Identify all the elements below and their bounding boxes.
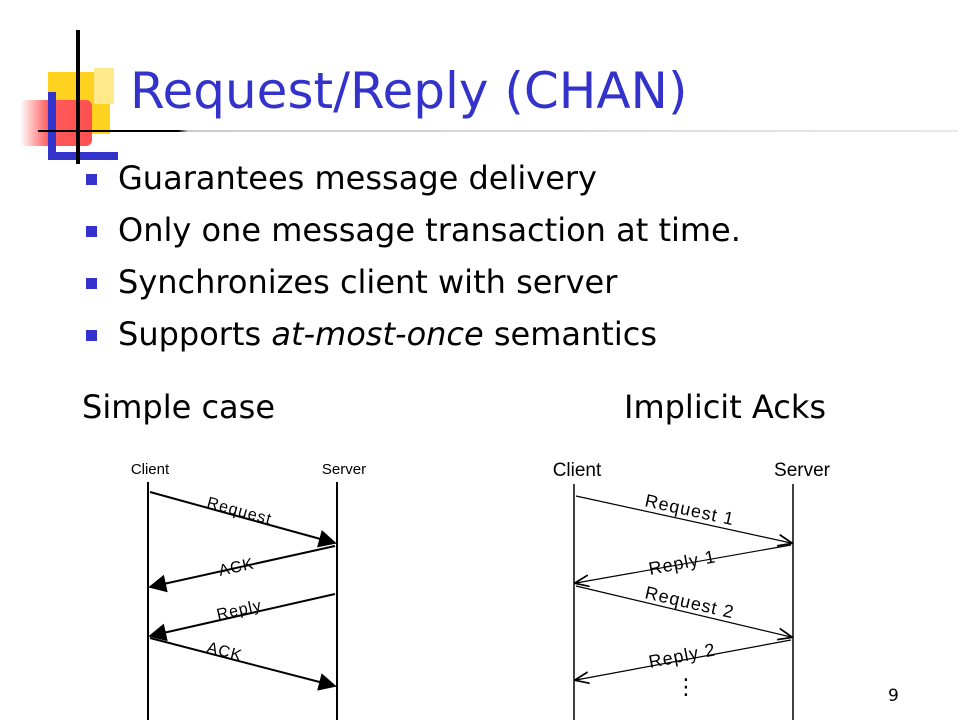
implicit-continuation-ellipsis: ⋮ xyxy=(675,675,697,700)
implicit-reply1-arrow xyxy=(576,544,792,583)
simple-reply-label: Reply xyxy=(215,597,264,624)
bullet-text-after: semantics xyxy=(483,315,657,353)
simple-request-arrow xyxy=(149,491,337,548)
decorative-red-block xyxy=(20,100,92,146)
implicit-request1-label: Request 1 xyxy=(643,490,736,529)
simple-ack-label: ACK xyxy=(217,556,256,580)
bullet-text-before: Supports xyxy=(118,315,272,353)
bullet-list: Guarantees message delivery Only one mes… xyxy=(86,156,741,364)
simple-case-heading: Simple case xyxy=(82,388,275,426)
decorative-yellow-accent xyxy=(94,68,114,104)
implicit-request2-arrow xyxy=(575,585,791,637)
decorative-blue-frame xyxy=(48,92,118,160)
implicit-reply2-label: Reply 2 xyxy=(647,639,718,672)
bullet-text-emphasis: at-most-once xyxy=(271,315,484,353)
bullet-text: Guarantees message delivery xyxy=(118,159,597,197)
bullet-item: Supports at-most-once semantics xyxy=(86,312,741,364)
implicit-reply2-arrow xyxy=(576,639,792,680)
simple-reply-arrow xyxy=(148,593,336,642)
page-number: 9 xyxy=(888,686,899,706)
simple-case-diagram: Client Server Request ACK Reply ACK xyxy=(131,461,366,720)
simple-final-ack-label: ACK xyxy=(205,639,244,664)
bullet-item: Guarantees message delivery xyxy=(86,156,741,208)
bullet-text: Synchronizes client with server xyxy=(118,263,618,301)
slide-title: Request/Reply (CHAN) xyxy=(130,62,688,120)
simple-final-ack-arrow xyxy=(149,637,337,691)
implicit-request1-arrow xyxy=(575,495,791,543)
bullet-square-icon xyxy=(86,174,97,185)
bullet-square-icon xyxy=(86,278,97,289)
bullet-square-icon xyxy=(86,226,97,237)
implicit-acks-diagram: Client Server Request 1 Reply 1 Request … xyxy=(553,460,831,720)
implicit-reply1-label: Reply 1 xyxy=(647,546,718,579)
bullet-item: Only one message transaction at time. xyxy=(86,208,741,260)
implicit-client-label: Client xyxy=(553,460,602,481)
implicit-acks-heading: Implicit Acks xyxy=(624,388,827,426)
decorative-horizontal-rule xyxy=(38,130,958,132)
simple-server-label: Server xyxy=(322,461,366,478)
simple-request-label: Request xyxy=(205,494,274,528)
bullet-square-icon xyxy=(86,330,97,341)
simple-ack-arrow xyxy=(148,545,336,593)
implicit-server-label: Server xyxy=(774,460,831,481)
simple-client-label: Client xyxy=(131,461,170,478)
bullet-text: Only one message transaction at time. xyxy=(118,211,741,249)
decorative-vertical-rule xyxy=(76,30,80,164)
implicit-request2-label: Request 2 xyxy=(643,582,736,622)
bullet-item: Synchronizes client with server xyxy=(86,260,741,312)
